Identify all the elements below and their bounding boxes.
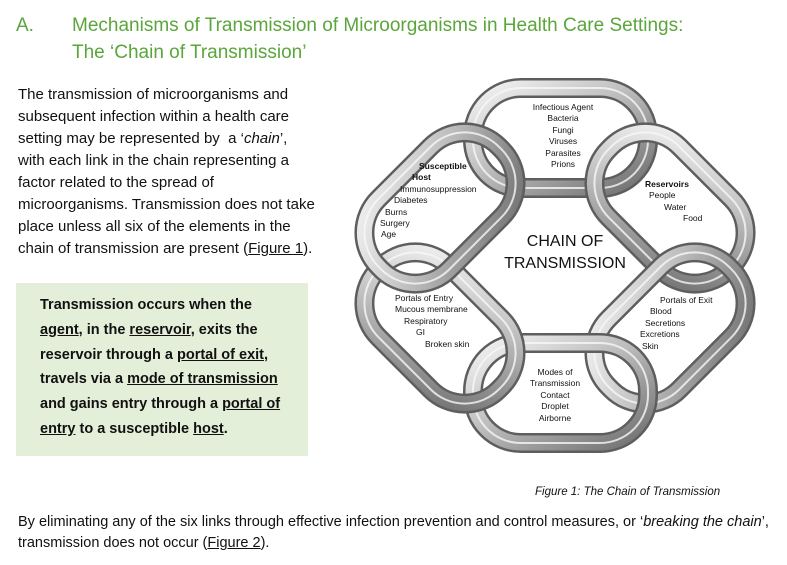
callout-text: Transmission occurs when the (40, 297, 252, 313)
chain-link-top-left (354, 122, 526, 294)
label-modes-of-transmission: Modes of Transmission Contact Droplet Ai… (515, 367, 595, 424)
callout-box: Transmission occurs when the agent, in t… (16, 283, 308, 456)
modes-title-1: Modes of (537, 367, 573, 377)
host-item: Burns (385, 206, 408, 217)
host-item: Age (381, 229, 397, 240)
figure-caption: Figure 1: The Chain of Transmission (535, 486, 721, 498)
term-agent: agent (40, 321, 79, 338)
term-host: host (193, 420, 224, 437)
diagram-center-title: CHAIN OF TRANSMISSION (495, 231, 635, 275)
host-item: Surgery (380, 218, 410, 229)
host-item: Diabetes (394, 195, 428, 206)
entry-item: GI (416, 327, 425, 338)
figure-1-link[interactable]: Figure 1 (248, 240, 304, 257)
agent-item: Prions (550, 159, 576, 170)
intro-paragraph: The transmission of microorganisms and s… (18, 84, 318, 260)
section-number: A. (16, 15, 34, 36)
agent-title: Infectious Agent (532, 102, 594, 112)
agent-item: Viruses (548, 136, 578, 147)
heading-line-2: The ‘Chain of Transmission’ (72, 42, 307, 63)
modes-item: Droplet (541, 401, 569, 412)
heading-line-1: Mechanisms of Transmission of Microorgan… (72, 15, 684, 36)
label-portals-of-exit: Portals of Exit Blood Secretions Excreti… (640, 295, 730, 352)
bottom-paragraph: By eliminating any of the six links thro… (18, 512, 778, 554)
center-title-line-2: TRANSMISSION (504, 255, 626, 272)
exit-item: Excretions (640, 329, 680, 340)
exit-item: Skin (642, 340, 659, 351)
chain-of-transmission-diagram: CHAIN OF TRANSMISSION Infectious Agent B… (335, 78, 775, 478)
reservoirs-title: Reservoirs (645, 179, 689, 189)
modes-item: Airborne (538, 412, 572, 423)
entry-title: Portals of Entry (395, 293, 454, 303)
figure-2-link[interactable]: Figure 2 (207, 535, 261, 551)
chain-links-graphic (354, 78, 756, 453)
label-infectious-agent: Infectious Agent Bacteria Fungi Viruses … (518, 102, 608, 170)
intro-text-2: ’, with each link in the chain represent… (18, 130, 315, 257)
term-reservoir: reservoir (129, 321, 191, 338)
entry-item: Broken skin (425, 338, 470, 349)
label-portals-of-entry: Portals of Entry Mucous membrane Respira… (395, 293, 505, 350)
entry-item: Mucous membrane (395, 304, 468, 315)
host-title-1: Susceptible (419, 161, 467, 171)
bottom-text-1: By eliminating any of the six links thro… (18, 514, 644, 530)
reservoirs-item: Water (664, 201, 687, 212)
term-portal-of-entry: portal of entry (40, 396, 281, 437)
modes-title-2: Transmission (529, 378, 581, 389)
reservoirs-item: People (649, 190, 676, 201)
term-portal-of-exit: portal of exit (176, 346, 264, 363)
breaking-the-chain: breaking the chain (643, 514, 762, 530)
callout-text: , in the (78, 321, 130, 338)
label-susceptible-host: Susceptible Host Immunosuppression Diabe… (380, 161, 500, 241)
callout-text: , exits the reservoir through a (40, 321, 258, 363)
exit-title: Portals of Exit (660, 295, 713, 305)
agent-item: Bacteria (547, 113, 579, 124)
bottom-text-3: ). (260, 535, 270, 551)
host-item: Immunosuppression (400, 183, 477, 194)
chain-word: chain (243, 130, 280, 147)
entry-item: Respiratory (404, 315, 448, 326)
bottom-text-2: ’, transmission does not occur ( (18, 514, 769, 551)
callout-text: to a susceptible (75, 420, 194, 437)
callout-text: and gains entry through a (40, 396, 223, 413)
center-title-line-1: CHAIN OF (526, 233, 604, 250)
intro-text-1: The transmission of microorganisms and s… (18, 86, 290, 147)
agent-item: Parasites (545, 147, 581, 158)
exit-item: Blood (650, 306, 672, 317)
callout-text: . (223, 420, 228, 437)
reservoirs-item: Food (683, 213, 703, 224)
exit-item: Secretions (645, 317, 686, 328)
modes-item: Contact (540, 389, 570, 400)
agent-item: Fungi (552, 124, 574, 135)
callout-text: , travels via a (40, 346, 269, 388)
term-mode-of-transmission: mode of transmission (127, 371, 278, 388)
intro-text-3: ). (303, 240, 313, 257)
chain-link-bottom-right (584, 242, 756, 414)
host-title-2: Host (412, 172, 431, 183)
label-reservoirs: Reservoirs People Water Food (645, 179, 725, 225)
